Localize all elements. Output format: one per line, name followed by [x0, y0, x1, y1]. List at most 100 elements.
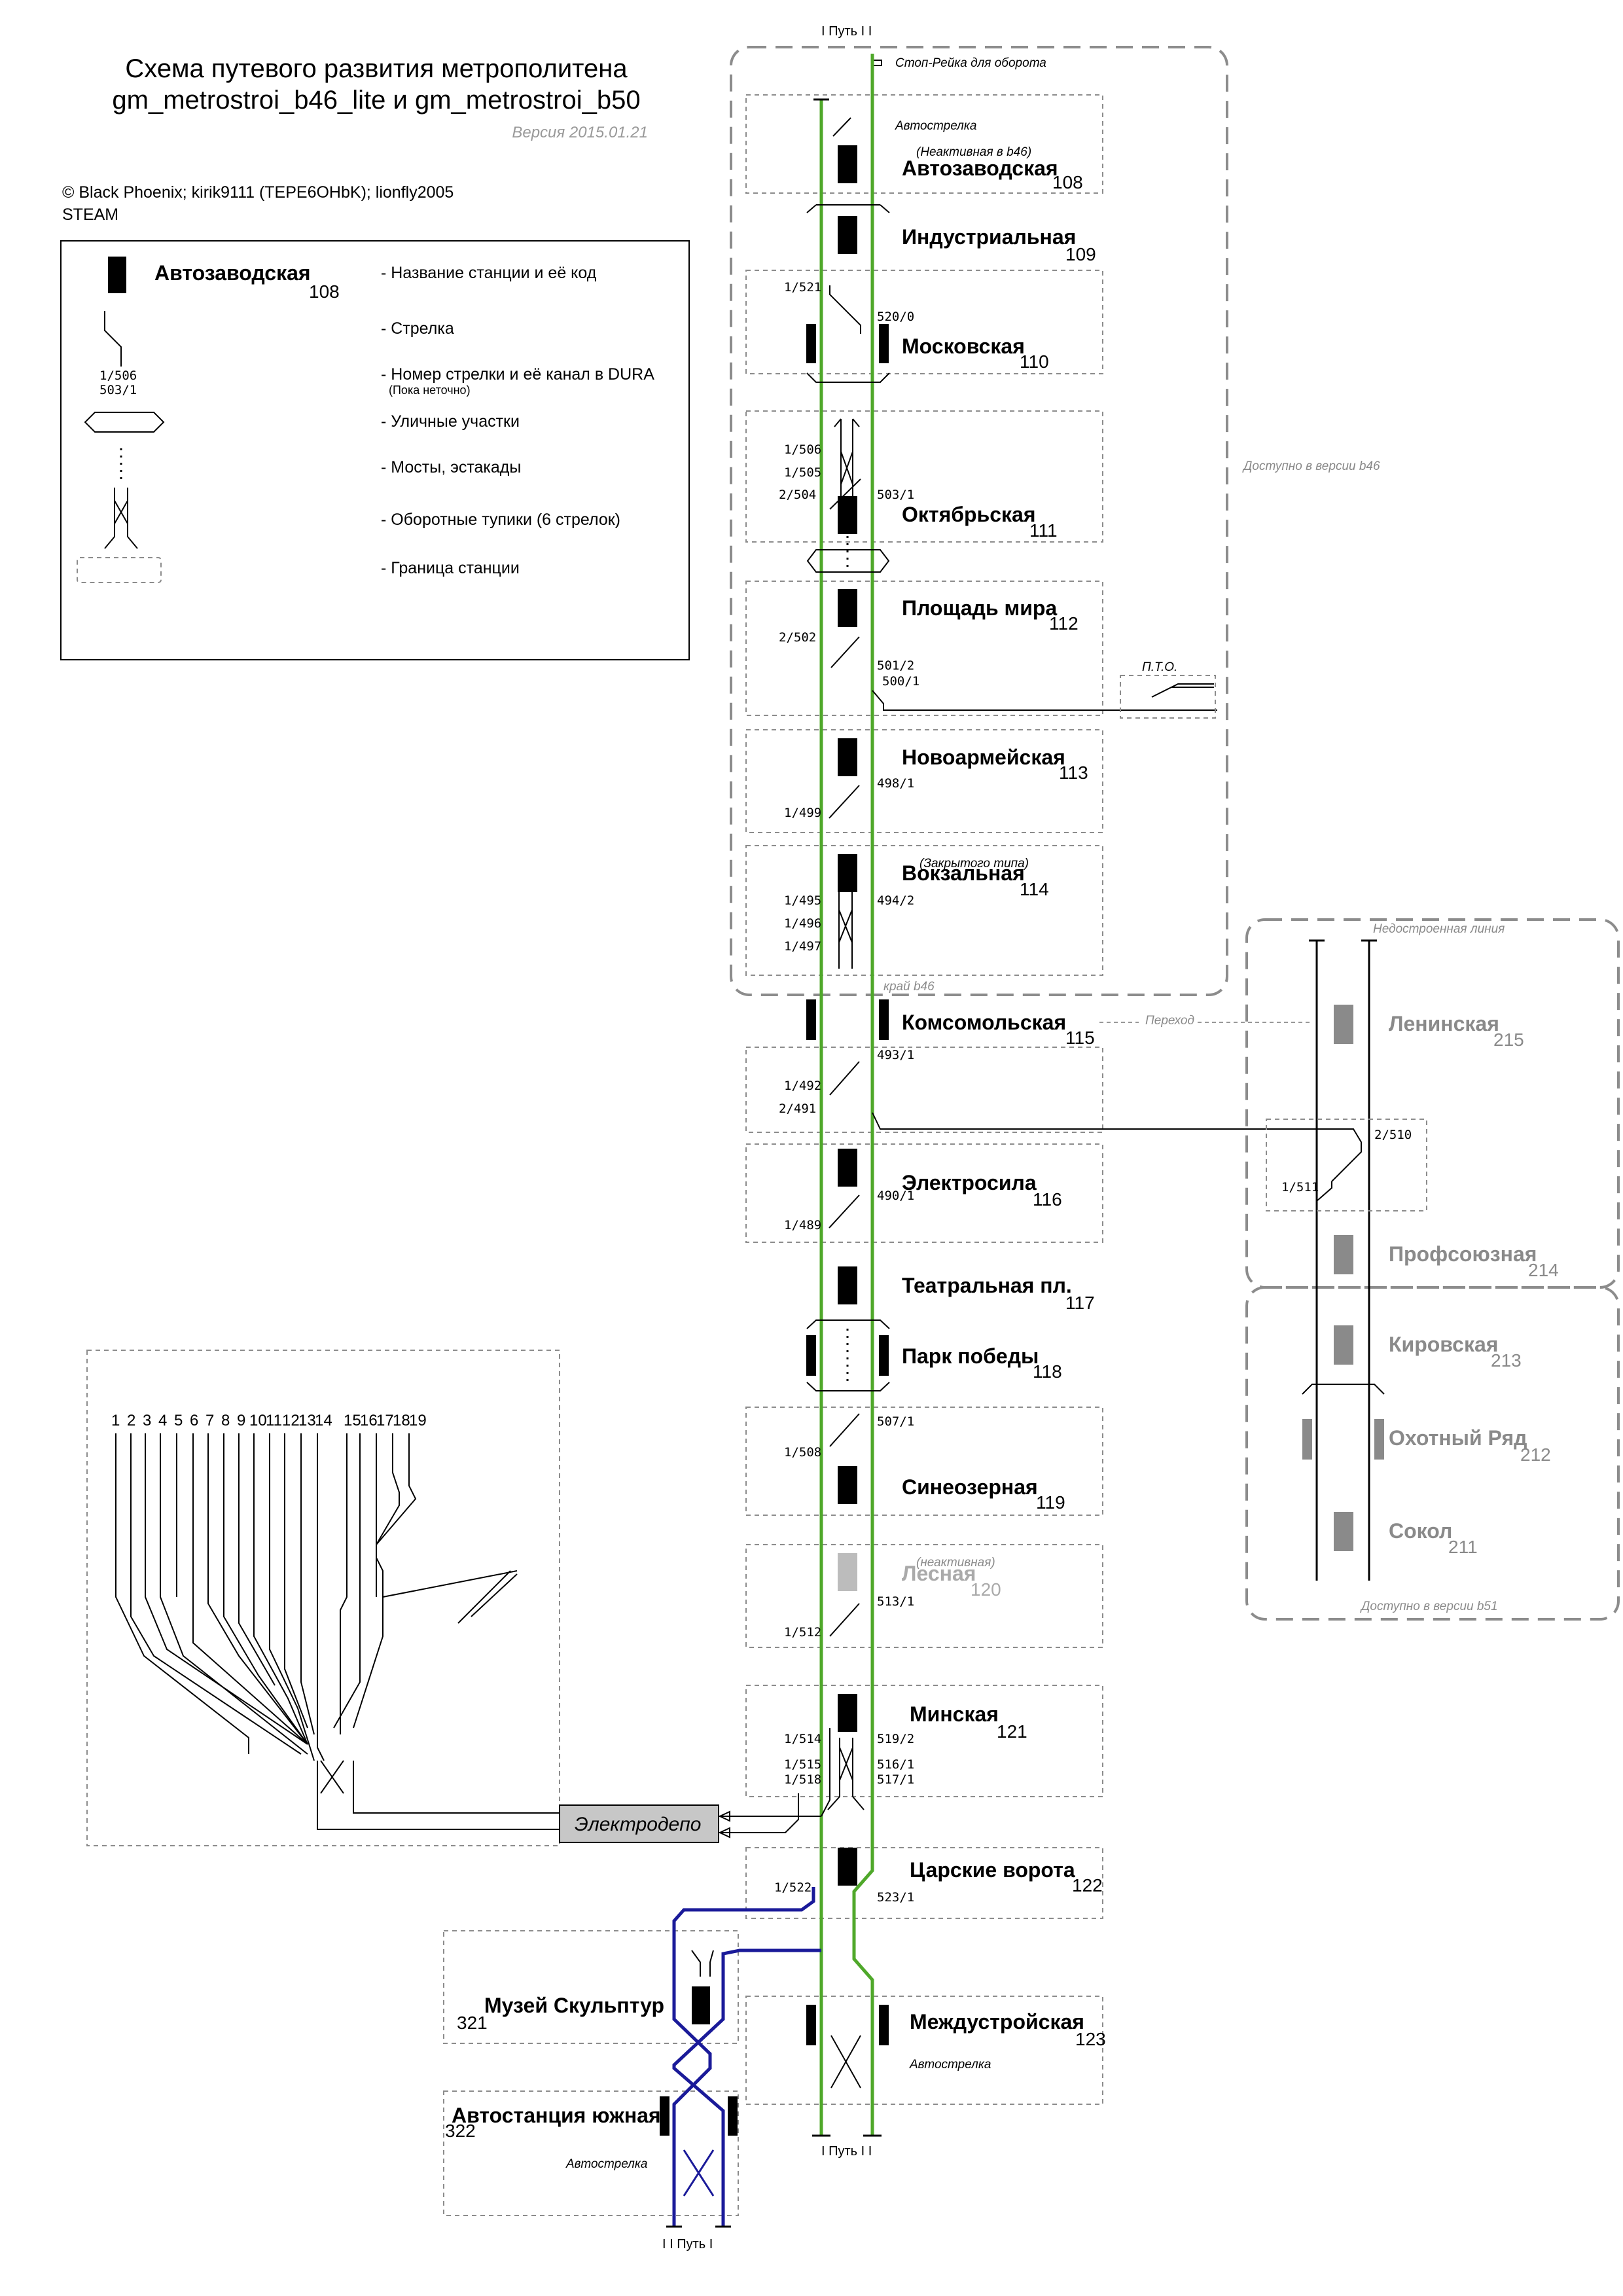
svg-text:1/514: 1/514	[784, 1732, 821, 1746]
platform-322-a	[660, 2096, 669, 2136]
street-section-110	[806, 372, 890, 383]
svg-text:493/1: 493/1	[877, 1048, 914, 1062]
station-113-name: Новоармейская	[902, 745, 1065, 769]
station-111-code: 111	[1029, 520, 1058, 541]
svg-text:1/508: 1/508	[784, 1445, 821, 1460]
branch-station-321-code: 321	[457, 2013, 488, 2033]
b46-edge-label: край b46	[883, 980, 935, 994]
depot-area	[86, 1350, 560, 1846]
station-box-119	[745, 1407, 1103, 1516]
svg-text:1/497: 1/497	[784, 939, 821, 954]
svg-text:498/1: 498/1	[877, 776, 914, 791]
svg-text:1/489: 1/489	[784, 1218, 821, 1232]
station-box-121	[745, 1685, 1103, 1797]
station-109-code: 109	[1065, 244, 1096, 264]
line2-availability: Доступно в версии b51	[1360, 1600, 1498, 1613]
station-122-code: 122	[1072, 1875, 1103, 1895]
svg-text:513/1: 513/1	[877, 1594, 914, 1609]
deadend-123	[830, 2035, 861, 2089]
title-line-1: Схема путевого развития метрополитена	[125, 54, 628, 83]
station-110-code: 110	[1020, 351, 1049, 372]
legend-switch-num-bottom: 503/1	[99, 383, 137, 397]
station-box-108	[745, 94, 1103, 194]
station-115-code: 115	[1065, 1028, 1095, 1048]
legend-item-street: - Уличные участки	[381, 412, 520, 431]
depot-track-numbers: 1 2 3 4 5 6 7 8 9 10 11 12 13 14 15 16 1…	[111, 1412, 427, 1429]
connection-to-line-2	[872, 1112, 1362, 1182]
svg-text:10: 10	[249, 1412, 267, 1429]
line2-station-214-name: Профсоюзная	[1389, 1242, 1537, 1266]
station-117-code: 117	[1065, 1293, 1095, 1313]
line2-station-212-code: 212	[1520, 1444, 1551, 1465]
svg-text:1/515: 1/515	[784, 1757, 821, 1772]
svg-text:7: 7	[205, 1412, 214, 1429]
legend-switch-num-top: 1/506	[99, 368, 137, 383]
deadend-111	[834, 418, 860, 497]
stop-rail-label: Стоп-Рейка для оборота	[895, 56, 1046, 70]
legend-item-station: - Название станции и её код	[381, 264, 597, 282]
line2-switch	[1316, 1181, 1332, 1202]
station-111-name: Октябрьская	[902, 503, 1036, 526]
station-109-name: Индустриальная	[902, 225, 1076, 249]
station-110-name: Московская	[902, 334, 1025, 358]
svg-text:520/0: 520/0	[877, 310, 914, 324]
station-108-name: Автозаводская	[902, 156, 1058, 180]
line2-platforms	[1302, 1005, 1384, 1551]
svg-text:2/510: 2/510	[1374, 1128, 1412, 1142]
station-121-name: Минская	[910, 1702, 999, 1726]
station-box-123	[745, 1996, 1103, 2105]
pto-box	[1120, 675, 1216, 719]
depot-connection	[718, 1728, 830, 1839]
b46-availability: Доступно в версии b46	[1242, 459, 1380, 473]
branch-station-322-code: 322	[445, 2121, 476, 2141]
svg-text:19: 19	[409, 1412, 427, 1429]
legend: Автозаводская 108 - Название станции и е…	[60, 240, 690, 660]
line2-lower-box	[1245, 1286, 1620, 1621]
svg-text:1/492: 1/492	[784, 1079, 821, 1093]
credits-steam: STEAM	[62, 206, 118, 224]
svg-text:13: 13	[298, 1412, 316, 1429]
legend-platform	[108, 257, 126, 293]
station-116-code: 116	[1033, 1189, 1062, 1210]
station-121-code: 121	[997, 1721, 1027, 1742]
legend-item-switch-num: - Номер стрелки и её канал в DURA	[381, 365, 654, 384]
line2-track-1	[1309, 939, 1325, 1581]
svg-text:523/1: 523/1	[877, 1890, 914, 1905]
branch-autoswitch: Автострелка	[565, 2157, 647, 2171]
station-113-code: 113	[1059, 762, 1088, 783]
branch-track-a	[672, 1887, 815, 2227]
svg-text:1/518: 1/518	[784, 1772, 821, 1787]
svg-text:18: 18	[393, 1412, 410, 1429]
svg-text:2/504: 2/504	[779, 488, 816, 502]
station-120-code: 120	[971, 1579, 1001, 1600]
depot-tracks	[115, 1433, 560, 1830]
switch-marks	[829, 117, 861, 1637]
station-123-name: Междустройская	[910, 2010, 1084, 2034]
station-box-116	[745, 1143, 1103, 1243]
station-108-code: 108	[1052, 172, 1083, 192]
svg-text:17: 17	[376, 1412, 394, 1429]
branch-track-b	[672, 1948, 821, 2227]
line2-station-214-code: 214	[1528, 1260, 1559, 1280]
deadend-121	[827, 1738, 865, 1810]
station-box-112	[745, 581, 1103, 716]
track-label-top: I Путь I I	[821, 24, 872, 39]
svg-text:1/499: 1/499	[784, 806, 821, 820]
pto-label: П.Т.О.	[1142, 660, 1177, 674]
autoswitch-108: Автострелка	[895, 119, 976, 133]
svg-text:8: 8	[221, 1412, 230, 1429]
station-112-name: Площадь мира	[902, 596, 1057, 620]
station-box-122	[745, 1847, 1103, 1919]
svg-text:4: 4	[158, 1412, 167, 1429]
branch-station-321-name: Музей Скульптур	[484, 1994, 664, 2017]
line2-station-213-code: 213	[1491, 1350, 1522, 1371]
svg-text:519/2: 519/2	[877, 1732, 914, 1746]
line2-station-213-name: Кировская	[1389, 1333, 1498, 1356]
svg-text:507/1: 507/1	[877, 1414, 914, 1429]
station-box-322	[443, 2090, 739, 2216]
station-118-code: 118	[1033, 1361, 1062, 1382]
platform-321	[692, 1986, 710, 2024]
line2-station-215-code: 215	[1493, 1030, 1524, 1050]
track-2	[852, 54, 874, 2136]
station-118-name: Парк победы	[902, 1344, 1039, 1368]
